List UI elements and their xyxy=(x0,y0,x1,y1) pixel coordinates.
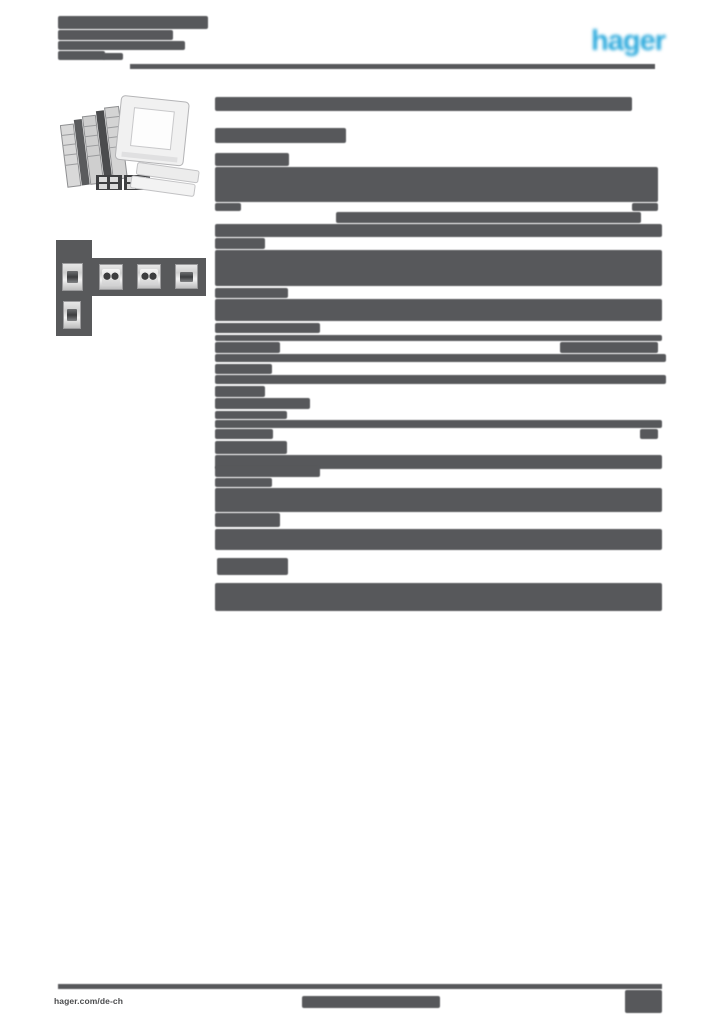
content-text-line xyxy=(215,97,632,111)
content-text-line xyxy=(215,128,346,143)
socket-icon xyxy=(139,268,159,285)
header-text-line xyxy=(58,51,105,60)
product-photo xyxy=(60,95,200,197)
content-text-line xyxy=(640,429,658,439)
footer-website-link[interactable]: hager.com/de-ch xyxy=(51,990,145,1013)
module-icon xyxy=(66,271,79,283)
content-text-line xyxy=(215,488,662,512)
footer-text-line xyxy=(625,990,662,1013)
content-text-line xyxy=(217,558,288,575)
content-text-line xyxy=(215,478,272,487)
content-text-line xyxy=(336,212,641,223)
accessory-thumbnail-1 xyxy=(62,263,83,291)
content-text-line xyxy=(215,342,280,353)
cover-plates xyxy=(130,162,200,197)
content-text-line xyxy=(215,299,662,321)
accessory-thumbnail-3 xyxy=(137,264,161,289)
footer-text-line xyxy=(302,996,440,1008)
accessory-thumbnail-4 xyxy=(175,264,198,289)
module-icon xyxy=(180,271,193,282)
content-text-line xyxy=(215,420,662,428)
mounting-frame xyxy=(114,95,190,167)
content-text-line xyxy=(215,354,666,362)
module-icon xyxy=(66,309,78,321)
hager-logo: hager xyxy=(591,25,666,57)
footer-divider xyxy=(58,984,662,989)
din-rail-combs xyxy=(60,105,128,188)
content-text-line xyxy=(215,466,320,477)
content-text-line xyxy=(215,288,288,298)
content-text-line xyxy=(215,375,666,384)
content-text-line xyxy=(215,429,273,439)
content-text-line xyxy=(215,203,241,211)
content-text-line xyxy=(215,411,287,419)
content-text-line xyxy=(215,398,310,409)
header-divider xyxy=(130,64,655,69)
content-text-line xyxy=(215,529,662,550)
content-text-line xyxy=(215,153,289,166)
header-text-line xyxy=(103,53,123,60)
content-text-line xyxy=(632,203,658,211)
content-text-line xyxy=(215,167,658,202)
content-text-line xyxy=(215,364,272,374)
accessory-thumbnail-5 xyxy=(63,301,81,329)
content-text-line xyxy=(560,342,658,353)
socket-icon xyxy=(101,268,121,286)
content-text-line xyxy=(215,335,662,341)
content-text-line xyxy=(215,441,287,454)
content-text-line xyxy=(215,250,662,286)
content-text-line xyxy=(215,386,265,397)
content-text-line xyxy=(215,238,265,249)
header-text-line xyxy=(58,16,208,29)
content-text-line xyxy=(215,323,320,333)
header-text-line xyxy=(58,30,173,40)
content-text-line xyxy=(215,583,662,611)
content-text-line xyxy=(215,224,662,237)
content-text-line xyxy=(215,513,280,527)
content-text-line xyxy=(215,455,662,469)
accessory-thumbnail-2 xyxy=(99,264,123,290)
header-text-line xyxy=(58,41,185,50)
